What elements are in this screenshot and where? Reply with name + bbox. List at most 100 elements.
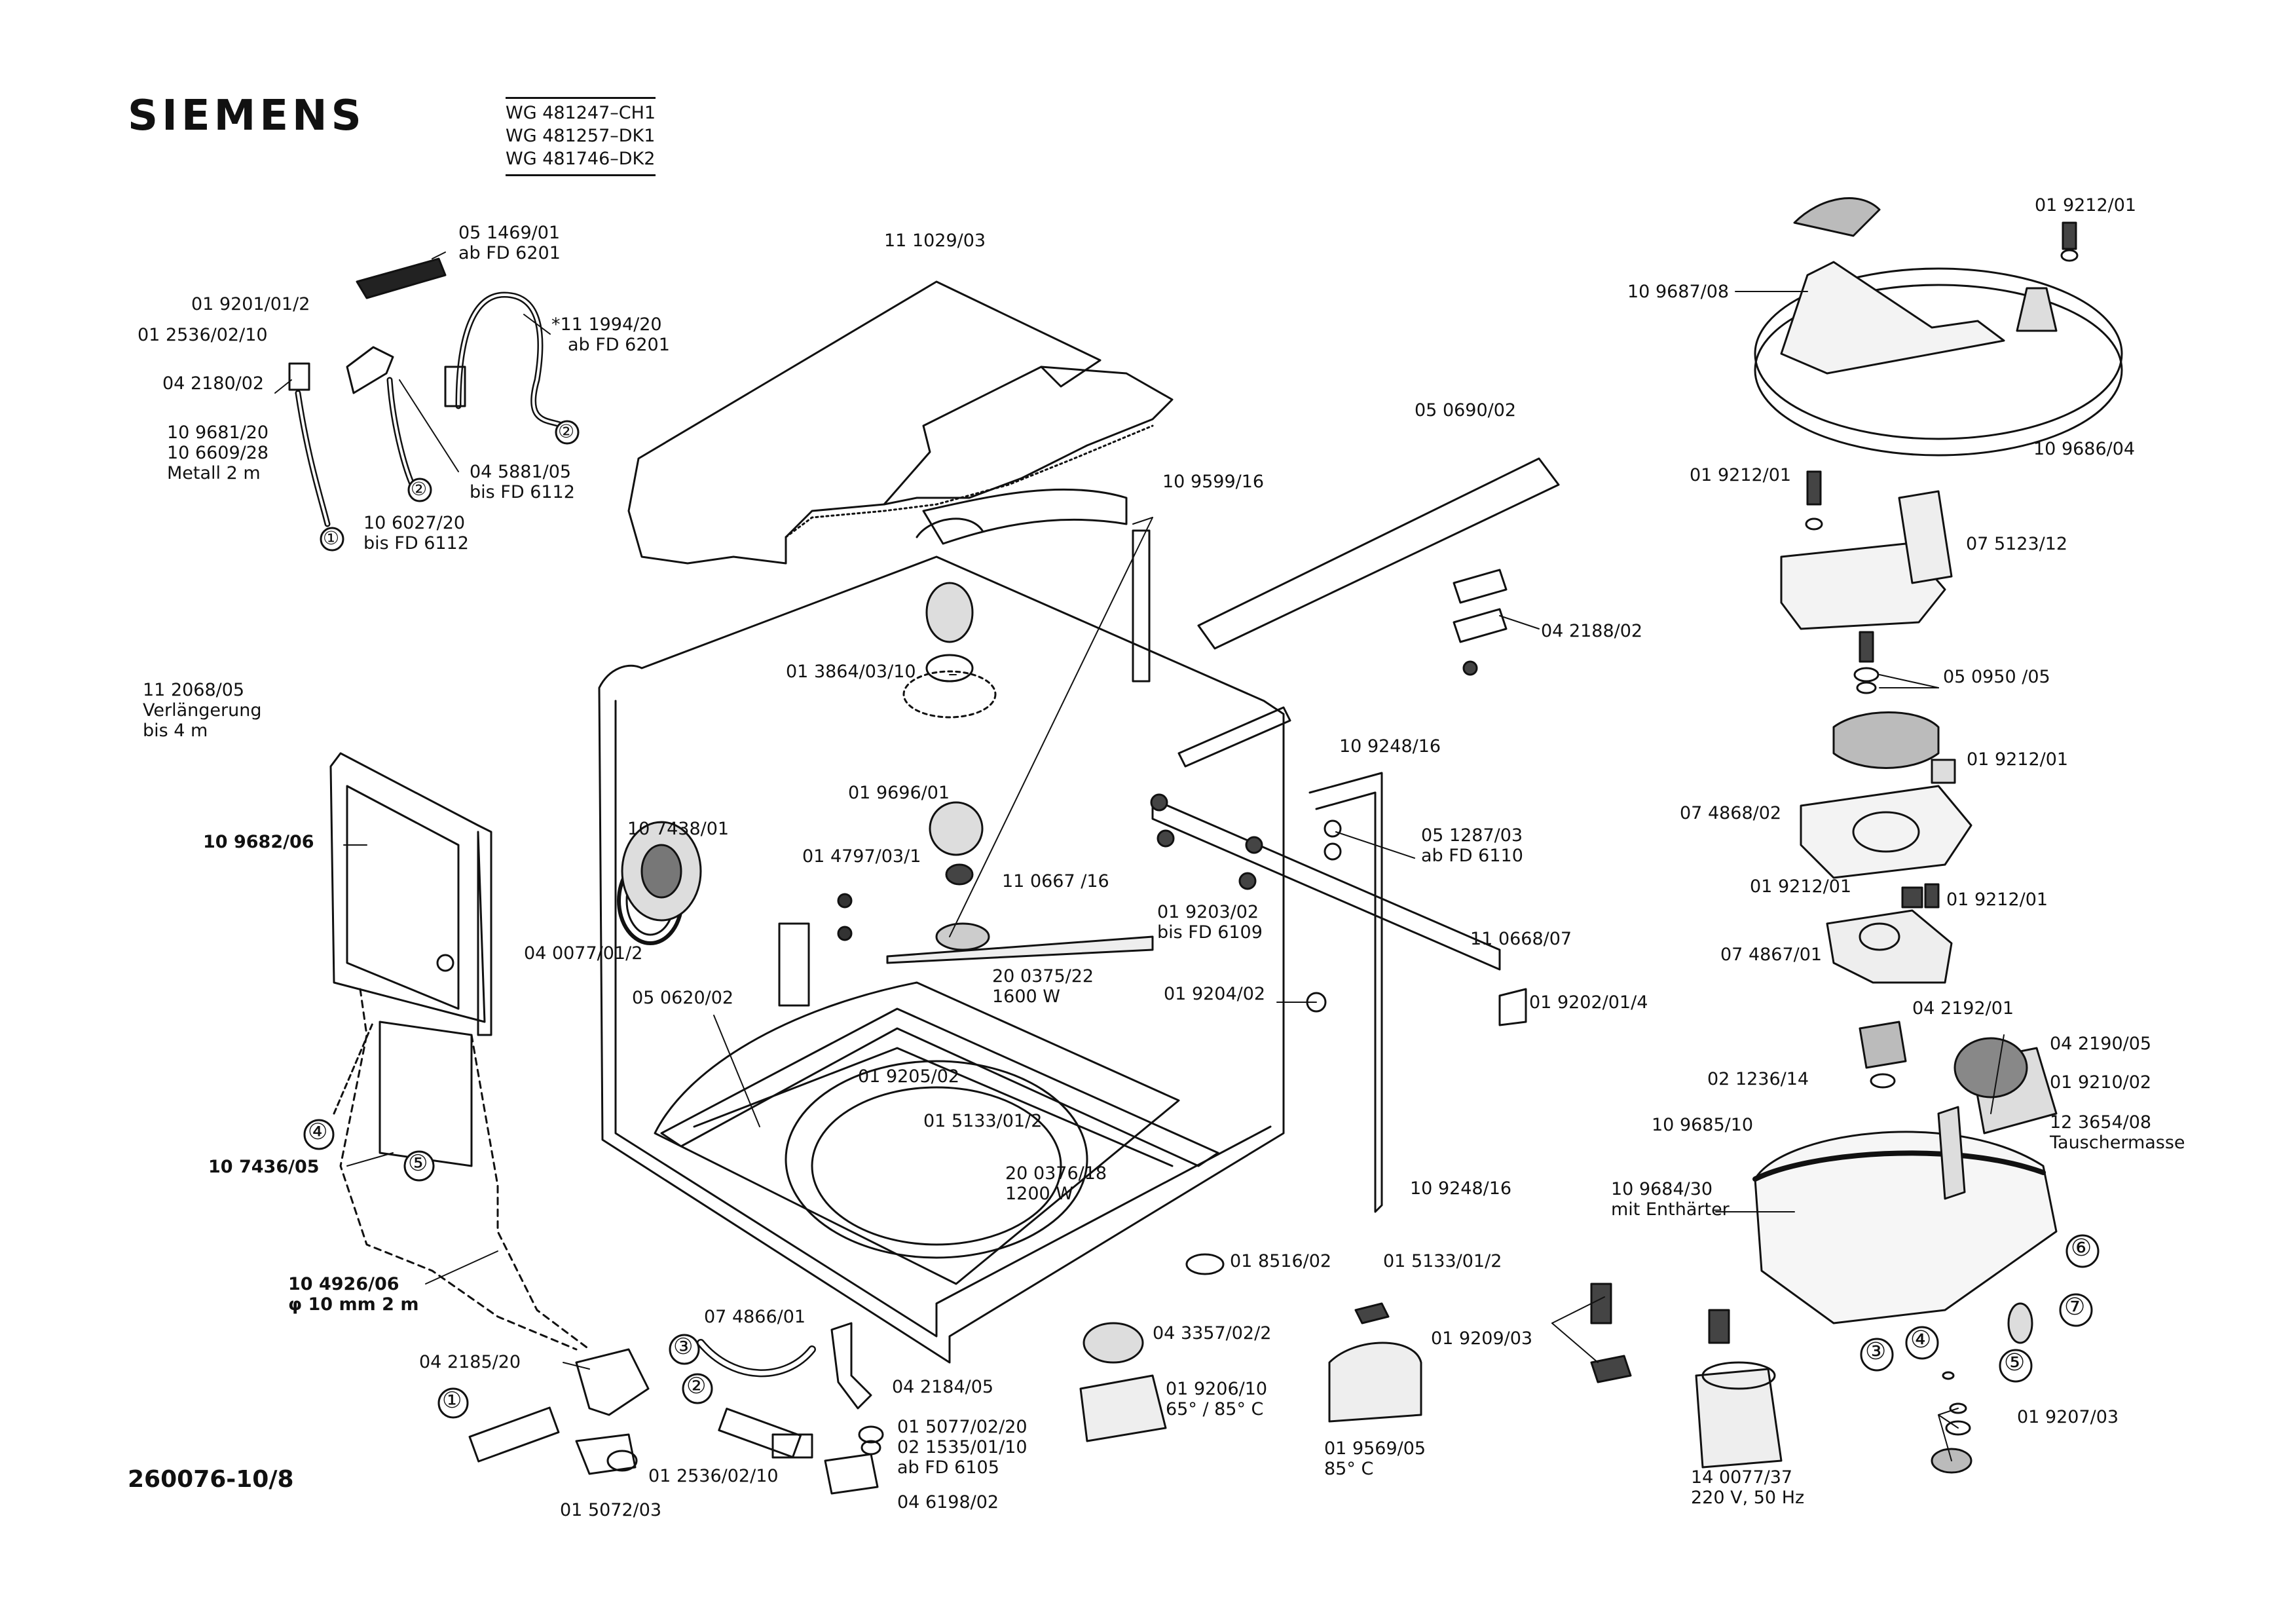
leader-line (1938, 1414, 1959, 1429)
pump-cover (1800, 785, 1972, 879)
pump-cover-center (1852, 811, 1920, 853)
callout-2: ② (411, 478, 428, 500)
water-softener-box (379, 1021, 473, 1167)
thermostat (1079, 1374, 1167, 1442)
part-label: 05 0950 /05 (1943, 667, 2050, 687)
callout-circle (320, 527, 344, 552)
callout-circle (2065, 1234, 2100, 1268)
pipe-vertical (1132, 529, 1151, 683)
seal-ring-dashed (902, 670, 997, 719)
clip (1590, 1355, 1632, 1383)
lower-spray-arm (886, 935, 1154, 964)
bracket-part (356, 257, 447, 299)
drain-pipe-dashed (470, 1034, 591, 1351)
leader-line (1990, 1034, 2005, 1114)
screw (2062, 221, 2077, 250)
model-list: WG 481247–CH1 WG 481257–DK1 WG 481746–DK… (506, 97, 656, 176)
leader-lines (274, 252, 2005, 1461)
part-label: 01 9205/02 (858, 1066, 960, 1087)
elbow-pipe (824, 1453, 879, 1495)
leader-line (713, 1015, 760, 1127)
washer (858, 1425, 884, 1444)
washer (1870, 1073, 1896, 1089)
rail-bolt (1238, 872, 1257, 890)
lower-parts (468, 1253, 1422, 1495)
inlet-hose (297, 392, 329, 525)
part-label: 04 3357/02/2 (1153, 1323, 1272, 1343)
callout-circle (437, 1387, 469, 1419)
lid-cap (2016, 287, 2058, 332)
callout-4: ④ (1910, 1326, 1932, 1353)
softener-lid (1754, 267, 2123, 440)
foot (1949, 1402, 1967, 1414)
bracket-plate (778, 922, 810, 1007)
softener-lid-rim (1754, 284, 2123, 457)
part-label: 10 9682/06 (203, 832, 314, 852)
leader-line (274, 379, 292, 394)
part-label: 10 7438/01 (627, 819, 730, 839)
tub-floor (654, 981, 1180, 1285)
spray-arm-nut (925, 582, 974, 643)
sump-bowl-inner (811, 1086, 1062, 1246)
callout-1: ① (323, 527, 340, 549)
rail-bolt (1245, 836, 1263, 854)
part-label: 01 9212/01 (1690, 465, 1792, 485)
leader-line (1551, 1296, 1605, 1324)
worktop-board-cut (883, 366, 1174, 506)
screw-head (1462, 660, 1478, 676)
motor-top (1701, 1361, 1776, 1390)
bushing (1931, 759, 1956, 784)
screw (1590, 1283, 1612, 1324)
callout-circle (682, 1373, 713, 1404)
sump-ring (1752, 1150, 2046, 1182)
part-label: 07 4868/02 (1680, 803, 1782, 823)
part-label: 10 9686/04 (2033, 439, 2136, 459)
part-label: 04 2188/02 (1541, 621, 1643, 641)
rail-bar (1151, 798, 1501, 971)
screw-head (837, 926, 853, 941)
part-label: 01 9201/01/2 (191, 294, 310, 314)
sump-bowl (785, 1060, 1088, 1259)
clip-small (1354, 1302, 1390, 1324)
callout-3: ③ (1865, 1338, 1887, 1365)
pump-cylinder (1898, 490, 1953, 584)
leader-line (1938, 1408, 1959, 1416)
worktop (627, 280, 1174, 565)
leader-line (346, 1152, 394, 1167)
side-panel-group (329, 752, 591, 1351)
grommet (1083, 1322, 1144, 1364)
leader-line (523, 314, 551, 335)
callout-circle (2059, 1293, 2093, 1327)
callout-circle (555, 420, 580, 445)
rail-bolt (1150, 793, 1168, 812)
tub-inner (614, 700, 1272, 1338)
part-label: 11 0668/07 (1470, 929, 1572, 949)
hose-nut (288, 362, 310, 391)
leader-line (1132, 517, 1153, 525)
foot (1942, 1371, 1955, 1380)
impeller (1832, 711, 1940, 769)
bearing-inner (640, 844, 682, 899)
washer (1853, 667, 1879, 683)
insulation-strip (1197, 457, 1560, 650)
tub-outline (598, 555, 1285, 1364)
inlet-valve (575, 1348, 650, 1416)
part-label: 01 9209/03 (1431, 1328, 1533, 1349)
side-panel-inner (346, 785, 460, 1010)
part-label: 01 2536/02/10 (648, 1466, 779, 1486)
washer (861, 1440, 881, 1455)
part-label: 07 4867/01 (1720, 945, 1823, 965)
leader-line (949, 517, 1153, 937)
callout-6: ⑥ (2071, 1235, 2092, 1262)
spray-arm-hub (935, 922, 990, 951)
